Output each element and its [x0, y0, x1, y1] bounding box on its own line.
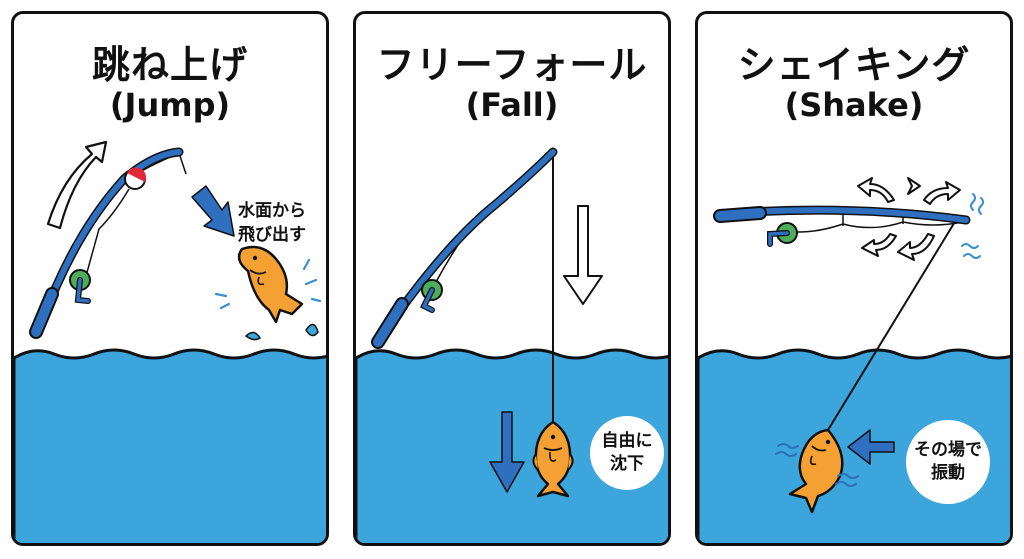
caption-jump-line2: 飛び出す [238, 225, 306, 245]
panel-shake: シェイキング (Shake) その場で 振動 [695, 11, 1013, 546]
wave-water-icon [14, 348, 326, 543]
caption-bubble-shake: その場で 振動 [906, 420, 990, 504]
fishing-rod-icon [29, 147, 184, 339]
caption-shake-line2: 振動 [931, 463, 965, 483]
water-splash-icon [214, 258, 322, 310]
caption-jump: 水面から 飛び出す [238, 199, 306, 247]
float-bobber-icon [124, 167, 147, 190]
title-shake-en: (Shake) [784, 86, 924, 124]
hanging-fish-icon [532, 420, 574, 498]
shaking-fish-icon [788, 428, 844, 514]
panel-jump: 跳ね上げ (Jump) 水面から 飛び出す [11, 11, 329, 546]
outline-down-arrow-icon [563, 205, 603, 305]
vibration-lines-icon [775, 443, 859, 487]
caption-fall-line2: 沈下 [610, 454, 644, 474]
down-right-arrow-icon [191, 185, 235, 237]
reel-icon [69, 269, 91, 304]
caption-shake-line1: その場で [914, 440, 982, 460]
reel-icon [419, 279, 443, 313]
title-jump-jp: 跳ね上げ [91, 43, 248, 87]
shake-arrows-icon [857, 177, 961, 261]
title-fall-en: (Fall) [465, 86, 559, 124]
blue-down-arrow-icon [489, 411, 525, 493]
fall-illustration [356, 147, 668, 543]
caption-jump-line1: 水面から [238, 201, 306, 221]
reel-icon [767, 222, 798, 247]
caption-bubble-fall: 自由に 沈下 [590, 416, 664, 490]
title-shake-jp: シェイキング [737, 43, 971, 87]
jumping-fish-icon [237, 245, 304, 324]
fishing-rod-icon [371, 147, 558, 349]
title-fall-jp: フリーフォール [376, 43, 648, 87]
panel-fall: フリーフォール (Fall) 自由に 沈下 [353, 11, 671, 546]
fishing-rod-icon [713, 205, 971, 225]
curved-up-arrow-icon [46, 140, 108, 230]
title-jump-en: (Jump) [109, 86, 231, 124]
left-arrow-icon [847, 429, 895, 465]
jump-illustration [14, 140, 326, 543]
vibration-lines-icon [961, 193, 984, 259]
caption-fall-line1: 自由に [601, 431, 653, 451]
